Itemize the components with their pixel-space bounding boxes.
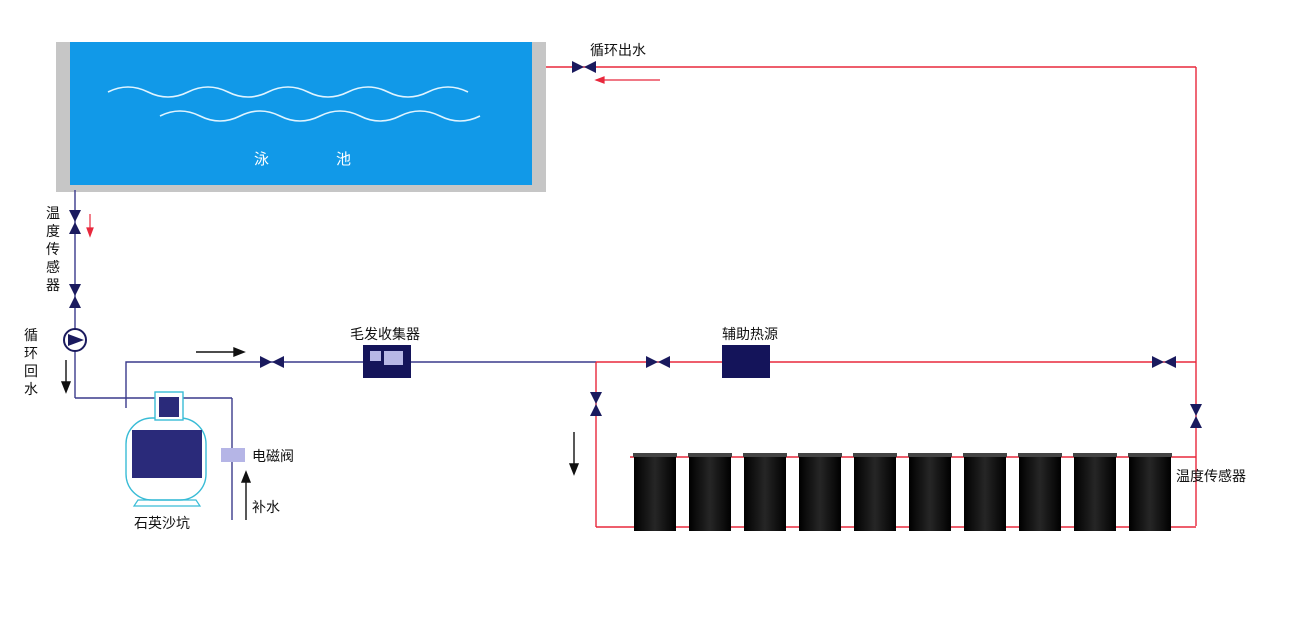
solar-collector-cap [633,453,677,457]
circulation-out-label: 循环出水 [590,43,646,59]
solar-collector-array [633,453,1172,531]
flow-arrow-icon [568,463,580,476]
valve-icon[interactable] [260,356,284,368]
svg-text:度: 度 [46,224,60,240]
flow-arrow-icon [60,381,72,394]
circulation-return-label: 循 环 回 水 [24,328,38,398]
solar-collector-cap [1128,453,1172,457]
pump-icon[interactable] [63,328,87,352]
solar-collector-panel [964,455,1006,531]
svg-text:循: 循 [24,328,38,344]
solar-collector-cap [1018,453,1062,457]
pool-label-left: 泳 [254,150,269,168]
temp-sensor-right-label: 温度传感器 [1176,468,1246,485]
flow-arrow-icon [86,227,94,238]
solenoid-valve[interactable] [221,448,245,462]
solar-collector-panel [634,455,676,531]
valve-icon[interactable] [646,356,670,368]
svg-text:温: 温 [46,206,60,222]
hair-collector-label: 毛发收集器 [350,326,420,343]
svg-text:传: 传 [46,242,60,258]
svg-text:环: 环 [24,346,38,362]
solar-collector-panel [909,455,951,531]
solar-collector-panel [1074,455,1116,531]
svg-text:回: 回 [24,364,38,380]
quartz-sand-label: 石英沙坑 [134,515,190,532]
valve-icon[interactable] [69,284,81,308]
swimming-pool: 泳 池 [56,42,546,192]
solar-collector-cap [908,453,952,457]
valve-icon[interactable] [1152,356,1176,368]
aux-heat-source[interactable] [722,345,770,378]
temp-sensor-left-label: 温 度 传 感 器 [46,206,60,294]
flow-arrow-icon [240,470,252,483]
solar-collector-cap [1073,453,1117,457]
solar-collector-panel [799,455,841,531]
filter-outlet-pipe [125,361,596,408]
solar-collector-cap [688,453,732,457]
hair-collector[interactable] [363,345,411,378]
valve-icon[interactable] [572,61,596,73]
solenoid-valve-label: 电磁阀 [252,449,294,465]
valves [69,61,1202,428]
makeup-water-label: 补水 [252,500,280,516]
solar-collector-panel [1129,455,1171,531]
solar-collector-panel [1019,455,1061,531]
solar-collector-cap [853,453,897,457]
svg-text:水: 水 [24,382,38,398]
solar-collector-cap [798,453,842,457]
flow-arrow-icon [594,76,605,84]
svg-text:器: 器 [46,278,60,294]
solar-collector-cap [963,453,1007,457]
valve-icon[interactable] [590,392,602,416]
flow-arrows [60,76,660,520]
aux-heat-label: 辅助热源 [722,327,778,343]
valve-icon[interactable] [69,210,81,234]
pool-label-right: 池 [336,150,351,168]
pool-waves [107,86,481,122]
flow-arrow-icon [233,346,246,358]
valve-icon[interactable] [1190,404,1202,428]
solar-collector-panel [689,455,731,531]
svg-text:感: 感 [46,259,60,276]
solar-collector-panel [854,455,896,531]
solar-collector-cap [743,453,787,457]
quartz-sand-filter[interactable] [125,391,207,507]
solar-collector-panel [744,455,786,531]
pool-water [70,42,532,185]
